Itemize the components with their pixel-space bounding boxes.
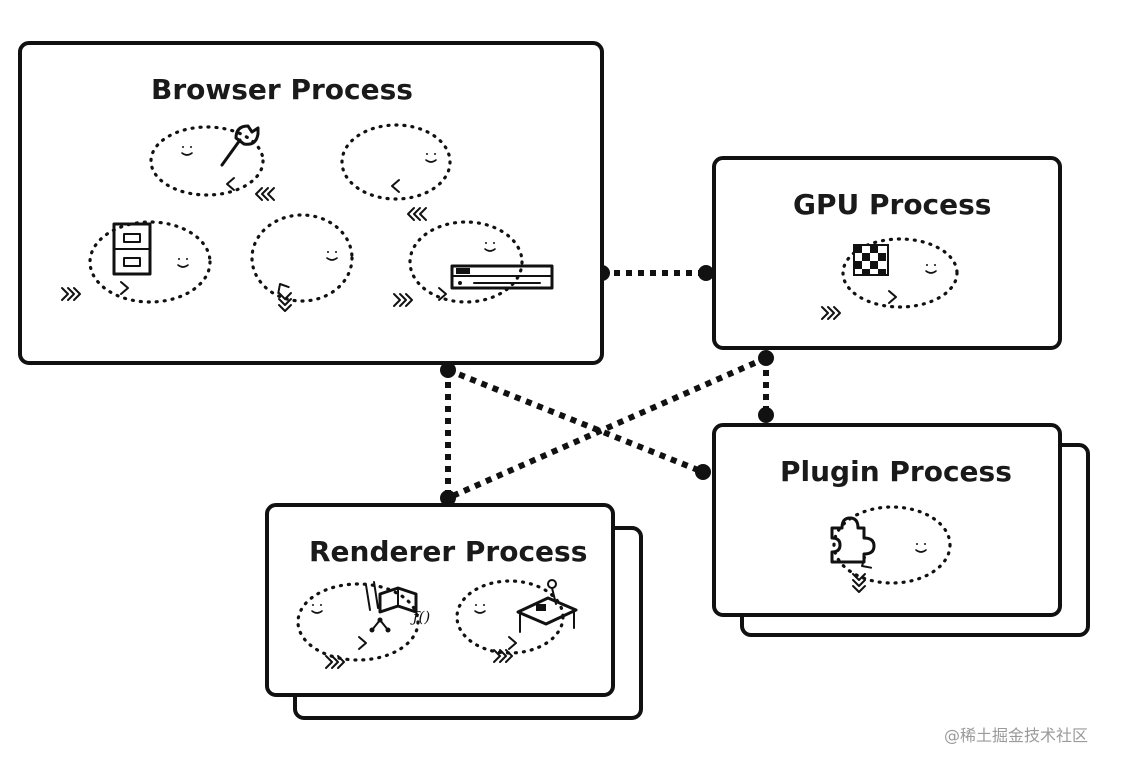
connector-node	[695, 464, 711, 480]
renderer-worker-script: ƒ()	[296, 581, 430, 669]
wrench-icon	[220, 124, 260, 167]
connector-node	[440, 362, 456, 378]
desk-icon	[516, 579, 578, 633]
connector-gpu-renderer	[446, 355, 768, 501]
toolbar-icon	[450, 264, 554, 290]
renderer-process-title: Renderer Process	[309, 535, 587, 568]
script-tools-icon: ƒ()	[365, 581, 430, 633]
browser-worker-wrench	[149, 124, 275, 201]
gpu-process-title: GPU Process	[793, 188, 991, 221]
gpu-worker	[821, 237, 959, 320]
connector-node	[440, 490, 456, 506]
puzzle-piece-icon	[830, 516, 876, 564]
connector-browser-plugin	[446, 367, 705, 475]
renderer-worker-desk	[455, 579, 578, 663]
browser-worker-2	[340, 123, 452, 221]
gpu-process-box: GPU Process	[712, 156, 1062, 350]
watermark: @稀土掘金技术社区	[944, 726, 1088, 745]
browser-worker-cabinet	[61, 220, 212, 304]
browser-worker-4	[250, 213, 354, 312]
browser-process-box: Browser Process	[18, 41, 604, 365]
connector-node	[758, 407, 774, 423]
browser-worker-toolbar	[393, 220, 554, 307]
svg-text:ƒ(): ƒ()	[410, 608, 430, 626]
browser-process-title: Browser Process	[151, 73, 413, 106]
plugin-worker	[830, 505, 952, 593]
file-cabinet-icon	[112, 222, 152, 276]
connector-node	[698, 265, 714, 281]
plugin-process-title: Plugin Process	[780, 455, 1012, 488]
renderer-process-box: Renderer Process ƒ()	[265, 503, 643, 720]
plugin-process-box: Plugin Process	[712, 423, 1090, 637]
connectors	[440, 265, 774, 506]
pixel-grid-icon	[853, 244, 889, 276]
connector-node	[758, 350, 774, 366]
